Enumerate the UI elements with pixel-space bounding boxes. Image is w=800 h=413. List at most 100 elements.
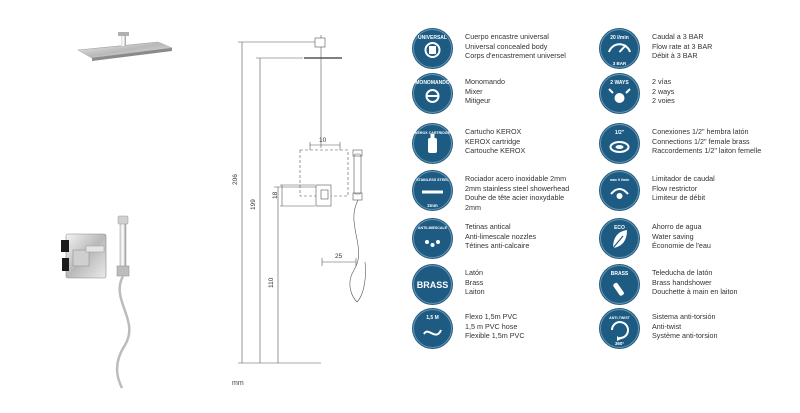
feature-line: Économie de l'eau: [652, 241, 711, 250]
feature-line: Anti-twist: [652, 321, 682, 331]
dimension-18: 18: [272, 191, 279, 199]
feature-line: 2 vías: [652, 77, 672, 86]
feature-line: Limiteur de débit: [652, 193, 706, 202]
feature-line: Anti-limescale nozzles: [465, 231, 537, 241]
feature-line: Sistema anti-torsión: [652, 312, 716, 321]
unit-label: mm: [232, 380, 244, 387]
flow-restrictor-icon: max 9 l/min: [599, 170, 640, 211]
feature-line: Mitigeur: [465, 96, 491, 105]
badge-text: ANTILIMESCALE: [418, 226, 448, 230]
feature-line: Teleducha de latón: [652, 268, 713, 277]
anti-limescale-icon: ANTILIMESCALE: [412, 218, 453, 259]
feature-line: Ahorro de agua: [652, 222, 702, 231]
feature-line: Universal concealed body: [465, 41, 548, 51]
feature-line: Flexo 1,5m PVC: [465, 312, 518, 321]
feature-line: 2mm stainless steel showerhead: [465, 183, 570, 193]
flow-rate-icon: 20 l/min 3 BAR: [599, 28, 640, 69]
single-lever-icon: MONOMANDO: [412, 73, 453, 114]
feature-line: Douchette à main en laiton: [652, 287, 738, 296]
feature-line: Connections 1/2" female brass: [652, 136, 750, 146]
brass-handshower-icon: BRASS: [599, 264, 640, 305]
technical-drawing: 10 18 206 199 110 25: [225, 0, 410, 413]
badge-text: BRASS: [611, 271, 629, 277]
feature-line: Raccordements 1/2" laiton femelle: [652, 146, 762, 155]
badge-text: KEROX CARTRIDGE: [415, 131, 451, 135]
feature-line: 1,5 m PVC hose: [465, 321, 518, 331]
badge-text: 1/2": [615, 130, 625, 136]
badge-text: 20 l/min: [610, 35, 629, 41]
shower-set-illustration: [61, 32, 173, 389]
dimension-25: 25: [335, 253, 343, 260]
product-photos: [0, 0, 230, 413]
feature-line: Tétines anti-calcaire: [465, 241, 530, 250]
badge-text: ECO: [614, 225, 625, 231]
dimension-10: 10: [319, 137, 327, 144]
feature-line: Tetinas antical: [465, 222, 511, 231]
badge-text: 2 WAYS: [610, 80, 629, 86]
universal-body-icon: UNIVERSAL: [412, 28, 453, 69]
feature-line: Flexible 1,5m PVC: [465, 331, 525, 340]
dimension-199: 199: [250, 199, 257, 210]
badge-text: 1,5 M: [426, 315, 439, 321]
feature-line: 2 ways: [652, 86, 675, 96]
feature-line: Monomando: [465, 77, 505, 86]
badge-text: ANTI-TWIST: [609, 316, 631, 320]
feature-line: Corps d'encastrement universel: [465, 51, 566, 60]
badge-subtext: 3 BAR: [613, 61, 627, 66]
dimension-110: 110: [268, 277, 275, 288]
badge-text: STAINLESS STEEL: [416, 178, 449, 182]
feature-line: Rociador acero inoxidable 2mm: [465, 174, 567, 183]
brass-icon: BRASS: [412, 264, 453, 305]
badge-subtext: 360°: [615, 341, 625, 346]
feature-line: Latón: [465, 268, 483, 277]
feature-line: Caudal a 3 BAR: [652, 32, 704, 41]
feature-line: Cuerpo encastre universal: [465, 32, 549, 41]
feature-line: Flow rate at 3 BAR: [652, 41, 713, 51]
feature-line: Cartucho KEROX: [465, 127, 522, 136]
showerhead-photo: [77, 32, 173, 61]
badge-text: UNIVERSAL: [418, 35, 447, 41]
mixer-plate-photo: [61, 233, 107, 279]
connection-icon: 1/2": [599, 123, 640, 164]
badge-text: max 9 l/min: [610, 178, 630, 182]
feature-line: Limitador de caudal: [652, 174, 715, 183]
badge-text: MONOMANDO: [415, 80, 450, 86]
feature-line: Water saving: [652, 231, 694, 241]
feature-line: Mixer: [465, 86, 483, 96]
dimension-206: 206: [232, 174, 239, 185]
handshower-photo: [115, 215, 131, 389]
anti-twist-icon: ANTI-TWIST 360°: [599, 308, 640, 349]
feature-line: KEROX cartridge: [465, 136, 521, 146]
two-ways-icon: 2 WAYS: [599, 73, 640, 114]
feature-line: Brass handshower: [652, 277, 712, 287]
feature-line: Conexiones 1/2" hembra latón: [652, 127, 749, 136]
eco-icon: ECO: [599, 218, 640, 259]
feature-line: Brass: [465, 277, 484, 287]
feature-line: Flow restrictor: [652, 183, 698, 193]
feature-line: Douhe de tête acier inoxydable: [465, 193, 565, 202]
